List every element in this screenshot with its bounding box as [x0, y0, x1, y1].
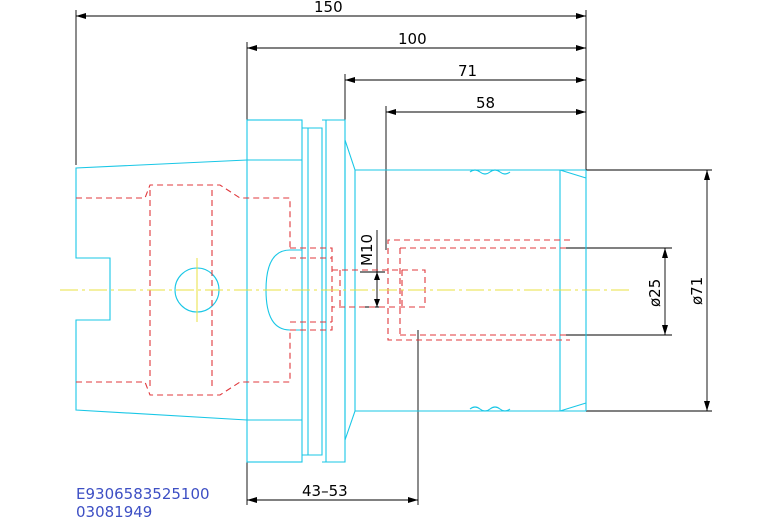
dim-thread: M10: [358, 234, 376, 266]
dim-bore-diameter: ø25: [646, 279, 664, 307]
part-code-line2: 03081949: [76, 503, 152, 521]
center-lines: [60, 258, 630, 322]
dim-length-71: 71: [458, 62, 477, 80]
dim-overall-length: 150: [314, 0, 343, 16]
dim-length-100: 100: [398, 30, 427, 48]
dim-length-58: 58: [476, 94, 495, 112]
part-outline: [75, 119, 587, 463]
dim-adjust-range: 43–53: [302, 482, 348, 500]
dimension-lines: [75, 10, 712, 505]
dim-outer-diameter: ø71: [688, 277, 706, 305]
part-code-line1: E9306583525100: [76, 485, 210, 503]
